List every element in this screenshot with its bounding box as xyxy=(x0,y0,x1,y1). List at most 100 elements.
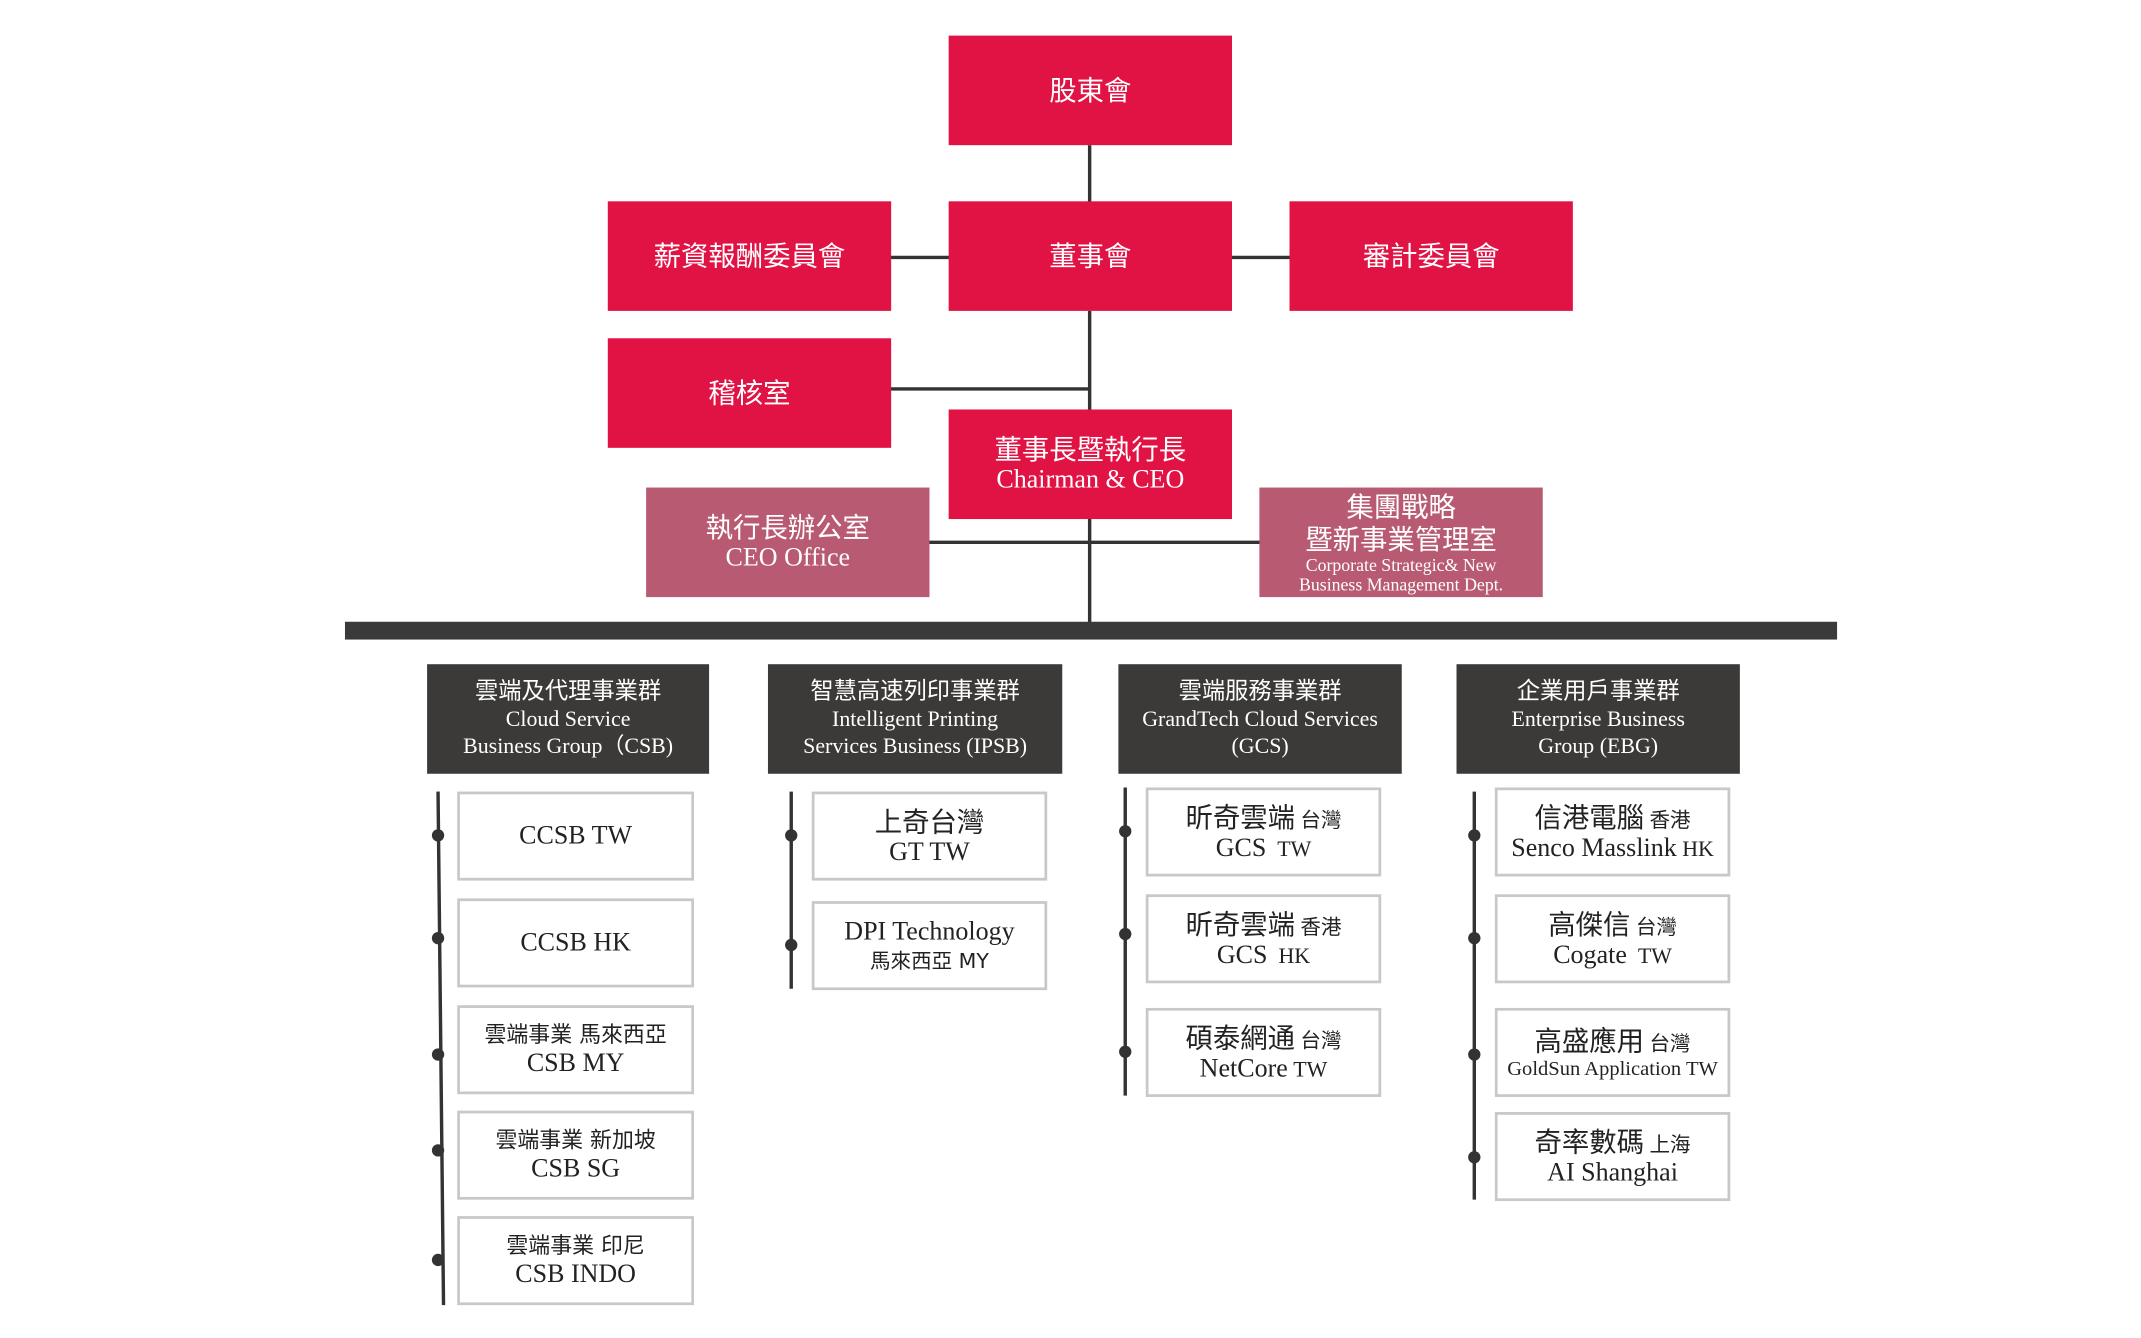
connector-csb-units xyxy=(436,791,446,1306)
unit-csb-sg-label-zh: 雲端事業 新加坡 xyxy=(495,1126,655,1153)
internal-audit-box: 稽核室 xyxy=(607,338,892,448)
connector-dot xyxy=(1468,829,1481,842)
chairman-ceo-label-zh: 董事長暨執行長 xyxy=(994,432,1187,466)
unit-gt-tw-label-en: GT TW xyxy=(889,837,970,867)
unit-netcore-tw-loc: 台灣 xyxy=(1300,1027,1342,1053)
shareholders-label: 股東會 xyxy=(1049,73,1132,107)
ceo-office-label-en: CEO Office xyxy=(725,543,851,573)
unit-csb-sg-zh: 雲端事業 xyxy=(495,1126,584,1153)
unit-gcs-tw-en-loc: TW xyxy=(1277,837,1312,861)
unit-senco-hk-en-loc: HK xyxy=(1682,837,1714,861)
group-ebg-label-en-1: Enterprise Business xyxy=(1511,707,1685,731)
unit-netcore-tw: 碩泰網通 台灣 NetCore TW xyxy=(1145,1007,1382,1097)
unit-goldsun-tw-label-zh: 高盛應用 台灣 xyxy=(1535,1024,1691,1057)
group-csb-box: 雲端及代理事業群 Cloud Service Business Group（CS… xyxy=(427,664,710,774)
connector-dot xyxy=(431,1048,445,1061)
unit-csb-my-label-zh: 雲端事業 馬來西亞 xyxy=(485,1021,667,1048)
unit-csb-indo-label-en: CSB INDO xyxy=(515,1259,636,1289)
connector-dot xyxy=(431,1253,445,1267)
unit-gcs-hk: 昕奇雲端 香港 GCS HK xyxy=(1145,894,1382,984)
unit-netcore-tw-zh: 碩泰網通 xyxy=(1185,1020,1295,1054)
unit-cogate-tw-loc: 台灣 xyxy=(1635,914,1677,939)
unit-ai-shanghai-label-en: AI Shanghai xyxy=(1547,1157,1678,1187)
strategy-office-box: 集團戰略 暨新事業管理室 Corporate Strategic& New Bu… xyxy=(1259,487,1543,598)
unit-senco-hk-loc: 香港 xyxy=(1649,807,1691,832)
internal-audit-label: 稽核室 xyxy=(708,376,791,410)
unit-gcs-tw-zh: 昕奇雲端 xyxy=(1185,800,1295,834)
unit-ai-shanghai-label-zh: 奇率數碼 上海 xyxy=(1535,1125,1691,1158)
unit-senco-hk-label-zh: 信港電腦 香港 xyxy=(1535,800,1691,833)
ceo-office-box: 執行長辦公室 CEO Office xyxy=(646,487,930,598)
unit-csb-sg: 雲端事業 新加坡 CSB SG xyxy=(457,1110,695,1200)
unit-gcs-hk-loc: 香港 xyxy=(1300,914,1342,939)
connector-dot xyxy=(1468,931,1481,945)
connector-dot xyxy=(431,829,445,842)
group-ipsb-label-en-1: Intelligent Printing xyxy=(832,707,999,731)
unit-senco-hk-zh: 信港電腦 xyxy=(1534,800,1645,834)
unit-goldsun-tw: 高盛應用 台灣 GoldSun Application TW xyxy=(1494,1007,1731,1097)
unit-goldsun-tw-label-en: GoldSun Application TW xyxy=(1507,1057,1718,1080)
group-csb-label-zh: 雲端及代理事業群 xyxy=(475,677,662,705)
unit-csb-my-label-en: CSB MY xyxy=(526,1048,625,1078)
unit-ccsb-hk-label: CCSB HK xyxy=(520,927,631,957)
unit-ai-shanghai-loc: 上海 xyxy=(1649,1131,1691,1157)
main-horizontal-bar xyxy=(344,621,1838,640)
unit-ccsb-hk: CCSB HK xyxy=(457,898,695,988)
connector-dot xyxy=(785,938,798,952)
unit-csb-indo-zh: 雲端事業 xyxy=(506,1231,595,1258)
group-csb-label-en-1: Cloud Service xyxy=(505,707,631,731)
unit-cogate-tw-label-en: Cogate TW xyxy=(1553,940,1672,970)
group-gcs-label-en-2: (GCS) xyxy=(1231,734,1289,759)
unit-gcs-tw-label-en: GCS TW xyxy=(1216,833,1312,863)
chairman-ceo-label-en: Chairman & CEO xyxy=(996,465,1185,495)
connector-dot xyxy=(1468,1151,1481,1164)
unit-senco-hk: 信港電腦 香港 Senco Masslink HK xyxy=(1494,787,1731,877)
strategy-office-label-en-2: Business Management Dept. xyxy=(1299,573,1504,595)
unit-gcs-hk-en: GCS xyxy=(1216,940,1268,969)
unit-ai-shanghai-zh: 奇率數碼 xyxy=(1534,1125,1645,1158)
chairman-ceo-box: 董事長暨執行長 Chairman & CEO xyxy=(948,409,1233,520)
unit-senco-hk-label-en: Senco Masslink HK xyxy=(1511,833,1714,863)
strategy-office-label-zh-2: 暨新事業管理室 xyxy=(1305,523,1497,557)
unit-ccsb-tw-label: CCSB TW xyxy=(519,821,633,850)
group-gcs-box: 雲端服務事業群 GrandTech Cloud Services (GCS) xyxy=(1118,664,1402,774)
audit-committee-box: 審計委員會 xyxy=(1289,201,1573,311)
unit-gt-tw: 上奇台灣 GT TW xyxy=(811,791,1048,881)
board-box: 董事會 xyxy=(948,201,1233,311)
unit-dpi-my-label-loc: 馬來西亞 MY xyxy=(870,948,989,974)
unit-cogate-tw-en-loc: TW xyxy=(1637,944,1672,968)
connector-dot xyxy=(785,829,798,842)
group-ipsb-label-zh: 智慧高速列印事業群 xyxy=(810,677,1020,705)
unit-goldsun-tw-loc: 台灣 xyxy=(1649,1030,1691,1056)
strategy-office-label-zh-1: 集團戰略 xyxy=(1346,490,1456,524)
unit-cogate-tw-en: Cogate xyxy=(1553,940,1627,969)
shareholders-box: 股東會 xyxy=(948,35,1233,146)
audit-committee-label: 審計委員會 xyxy=(1362,239,1500,273)
unit-csb-indo-label-zh: 雲端事業 印尼 xyxy=(506,1232,644,1259)
unit-netcore-tw-label-zh: 碩泰網通 台灣 xyxy=(1185,1021,1341,1054)
connector-dot xyxy=(1468,1048,1481,1061)
unit-gcs-tw-en: GCS xyxy=(1215,833,1267,863)
unit-cogate-tw-label-zh: 高傑信 台灣 xyxy=(1548,907,1677,940)
group-ipsb-label-en-2: Services Business (IPSB) xyxy=(803,734,1028,759)
unit-gcs-tw-label-zh: 昕奇雲端 台灣 xyxy=(1185,800,1341,833)
unit-gcs-hk-zh: 昕奇雲端 xyxy=(1185,907,1295,941)
connector-dot xyxy=(431,1144,445,1157)
unit-csb-my: 雲端事業 馬來西亞 CSB MY xyxy=(457,1005,695,1095)
unit-ai-shanghai: 奇率數碼 上海 AI Shanghai xyxy=(1494,1112,1731,1202)
group-gcs-label-zh: 雲端服務事業群 xyxy=(1178,677,1342,705)
connector-dot xyxy=(1119,825,1132,838)
unit-gcs-hk-label-zh: 昕奇雲端 香港 xyxy=(1185,907,1341,940)
unit-ccsb-tw: CCSB TW xyxy=(457,791,695,881)
unit-csb-my-loc: 馬來西亞 xyxy=(579,1020,667,1047)
unit-netcore-tw-en: NetCore xyxy=(1199,1053,1288,1083)
unit-dpi-my-label-en: DPI Technology xyxy=(844,916,1015,946)
ceo-office-label-zh: 執行長辦公室 xyxy=(705,510,870,544)
unit-gcs-hk-label-en: GCS HK xyxy=(1217,940,1310,970)
group-ipsb-box: 智慧高速列印事業群 Intelligent Printing Services … xyxy=(767,664,1063,774)
unit-gcs-tw: 昕奇雲端 台灣 GCS TW xyxy=(1145,787,1382,877)
connector-dot xyxy=(431,931,445,945)
unit-netcore-tw-en-loc: TW xyxy=(1293,1057,1328,1082)
